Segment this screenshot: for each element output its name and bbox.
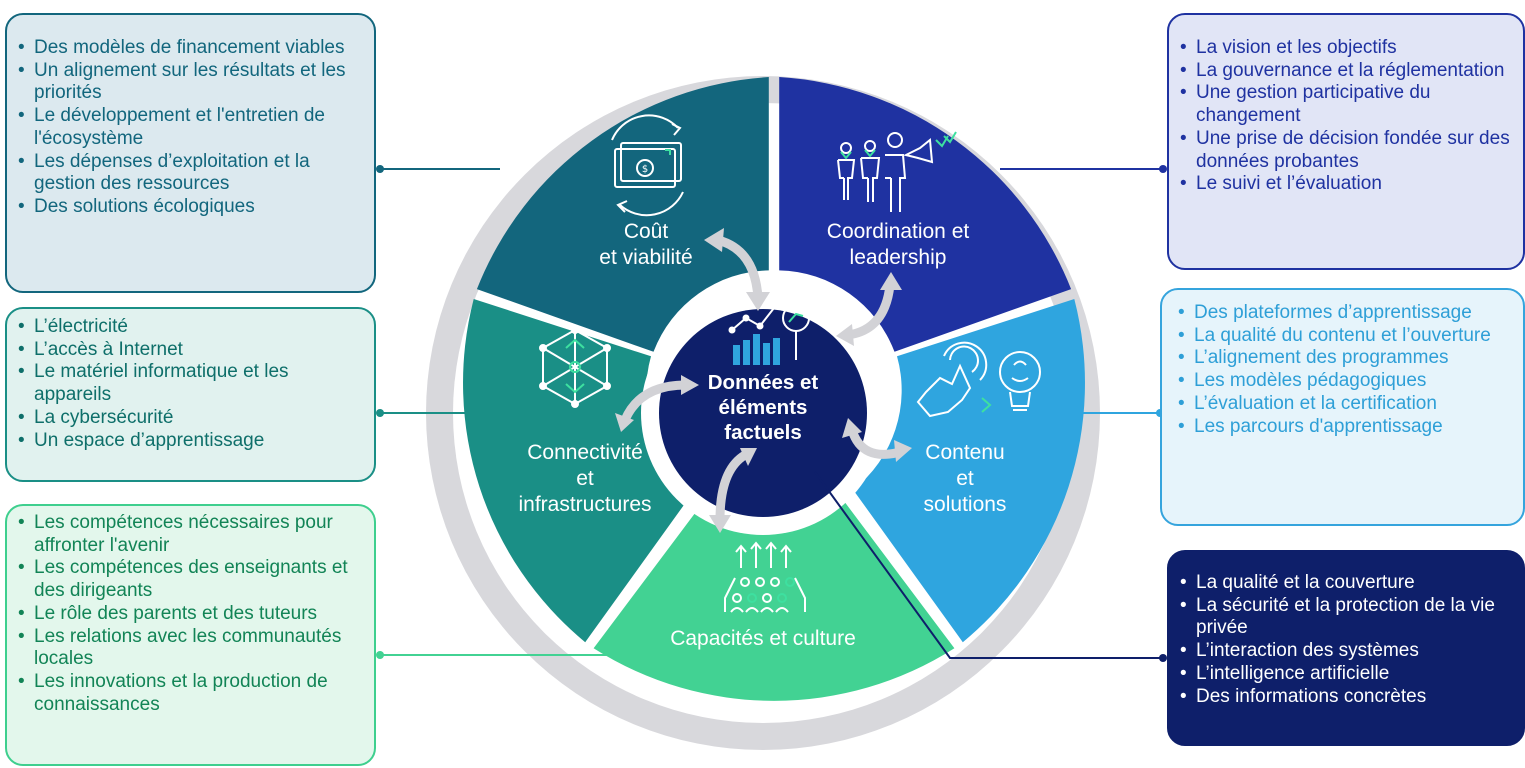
- arrowhead-coordination-1: [836, 324, 854, 346]
- list-item: Des plateformes d’apprentissage: [1174, 302, 1519, 325]
- list-item: La qualité et la couverture: [1176, 572, 1517, 595]
- arrowhead-cout-1: [704, 228, 724, 252]
- connector-dot-connectivite: [376, 409, 384, 417]
- list-item: Les compétences nécessaires pour affront…: [14, 512, 366, 557]
- arrowhead-connectivite-2: [615, 413, 634, 432]
- list-item: Les relations avec les communautés local…: [14, 626, 366, 671]
- segment-coordination: [779, 77, 1072, 352]
- label-capacites: Capacités et culture: [670, 627, 856, 650]
- list-item: Une prise de décision fondée sur des don…: [1176, 128, 1517, 173]
- people-megaphone-icon: [837, 131, 957, 212]
- arrow-cout-hub: [713, 235, 763, 303]
- segment-contenu: [853, 299, 1085, 643]
- list-item: La vision et les objectifs: [1176, 37, 1517, 60]
- list-item: La cybersécurité: [14, 407, 366, 430]
- box-coordination: La vision et les objectifs La gouvernanc…: [1167, 13, 1525, 270]
- list-item: Le suivi et l’évaluation: [1176, 173, 1517, 196]
- list-item: Une gestion participative du changement: [1176, 82, 1517, 127]
- box-donnees: La qualité et la couverture La sécurité …: [1167, 550, 1525, 746]
- list-item: La qualité du contenu et l’ouverture: [1174, 325, 1519, 348]
- list-item: Un alignement sur les résultats et les p…: [14, 60, 366, 105]
- list-item: Un espace d’apprentissage: [14, 430, 366, 453]
- arrow-contenu-hub: [847, 425, 905, 459]
- list-item: L’accès à Internet: [14, 339, 366, 362]
- list-item: L’évaluation et la certification: [1174, 393, 1519, 416]
- box-cout: Des modèles de financement viables Un al…: [5, 13, 376, 293]
- data-analytics-icon: [728, 304, 810, 365]
- money-cycle-icon: $: [611, 114, 684, 217]
- list-item: Le développement et l'entretien de l'éco…: [14, 105, 366, 150]
- segment-capacites: [593, 497, 955, 701]
- list-item: Des informations concrètes: [1176, 686, 1517, 709]
- list-item: La gouvernance et la réglementation: [1176, 60, 1517, 83]
- arrowhead-connectivite-1: [681, 375, 699, 395]
- hub-circle: [659, 309, 867, 517]
- list-item: L’intelligence artificielle: [1176, 663, 1517, 686]
- arrowhead-capacites-2: [709, 515, 731, 533]
- list-item: Les modèles pédagogiques: [1174, 370, 1519, 393]
- list-item: Des solutions écologiques: [14, 196, 366, 219]
- arrow-coordination-hub: [843, 280, 895, 340]
- arrow-capacites-hub: [715, 450, 750, 525]
- connector-donnees: [814, 471, 1163, 659]
- list-item: L’interaction des systèmes: [1176, 640, 1517, 663]
- list-item: La sécurité et la protection de la vie p…: [1176, 595, 1517, 640]
- list-item: Le matériel informatique et les appareil…: [14, 361, 366, 406]
- connector-dot-cout: [376, 165, 384, 173]
- box-capacites: Les compétences nécessaires pour affront…: [5, 504, 376, 766]
- people-growth-icon: [724, 541, 806, 613]
- arrowhead-capacites-1: [740, 448, 757, 466]
- list-item: Des modèles de financement viables: [14, 37, 366, 60]
- network-cube-icon: [539, 326, 611, 408]
- svg-text:$: $: [642, 164, 648, 175]
- box-contenu: Des plateformes d’apprentissage La quali…: [1160, 288, 1525, 526]
- arrowhead-cout-2: [746, 292, 770, 311]
- connector-dot-coordination: [1159, 165, 1167, 173]
- touch-brain-icon: [916, 341, 1041, 418]
- segment-cout: [476, 77, 769, 352]
- arrowhead-contenu-1: [842, 418, 862, 438]
- arrowhead-contenu-2: [894, 440, 912, 462]
- box-connectivite: L’électricité L’accès à Internet Le maté…: [5, 307, 376, 482]
- segment-connectivite: [463, 299, 695, 643]
- list-item: Les dépenses d’exploitation et la gestio…: [14, 151, 366, 196]
- arrow-connectivite-hub: [620, 380, 691, 425]
- arrowhead-coordination-2: [880, 272, 902, 290]
- list-item: L’alignement des programmes: [1174, 347, 1519, 370]
- connector-dot-donnees: [1159, 654, 1167, 662]
- list-item: Les parcours d'apprentissage: [1174, 416, 1519, 439]
- list-item: Les compétences des enseignants et des d…: [14, 557, 366, 602]
- connector-dot-capacites: [376, 651, 384, 659]
- list-item: Les innovations et la production de conn…: [14, 671, 366, 716]
- list-item: Le rôle des parents et des tuteurs: [14, 603, 366, 626]
- list-item: L’électricité: [14, 316, 366, 339]
